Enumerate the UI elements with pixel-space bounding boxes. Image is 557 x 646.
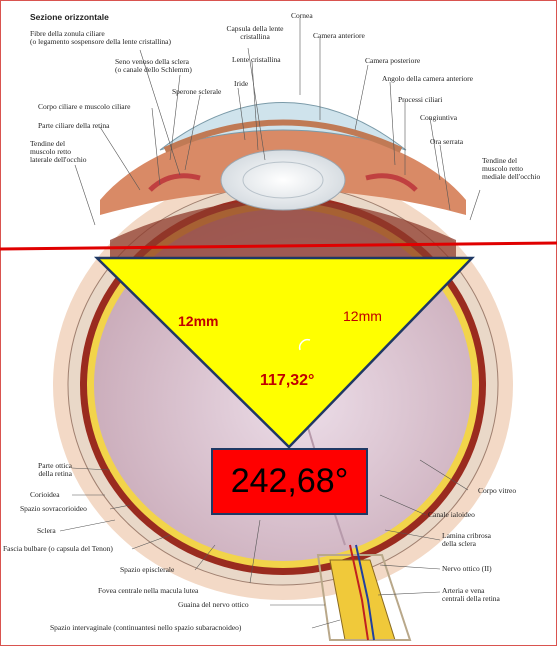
label-camera-anteriore: Camera anteriore xyxy=(313,32,365,40)
label-parte-ciliare: Parte ciliare della retina xyxy=(38,122,109,130)
label-arteria-vena: Arteria e vena centrali della retina xyxy=(442,587,500,603)
label-angolo-camera: Angolo della camera anteriore xyxy=(382,75,473,83)
label-lamina-cribrosa: Lamina cribrosa della sclera xyxy=(442,532,491,548)
label-spazio-intervaginale: Spazio intervaginale (continuantesi nell… xyxy=(50,624,241,632)
label-nervo-ottico: Nervo ottico (II) xyxy=(442,565,492,573)
label-sperone-sclerale: Sperone sclerale xyxy=(172,88,221,96)
label-capsula-lente: Capsula della lente cristallina xyxy=(215,25,295,41)
label-fascia-bulbare: Fascia bulbare (o capsula del Tenon) xyxy=(3,545,113,553)
label-parte-ottica: Parte ottica della retina xyxy=(10,462,72,478)
label-camera-posteriore: Camera posteriore xyxy=(365,57,420,65)
label-corpo-vitreo: Corpo vitreo xyxy=(478,487,516,495)
label-ora-serrata: Ora serrata xyxy=(430,138,463,146)
label-lente-cristallina: Lente cristallina xyxy=(232,56,281,64)
label-seno-venoso: Seno venoso della sclera (o canale dello… xyxy=(115,58,192,74)
label-spazio-sovracorioideo: Spazio sovracorioideo xyxy=(20,505,87,513)
label-processi-ciliari: Processi ciliari xyxy=(398,96,442,104)
label-tendine-mediale: Tendine del muscolo retto mediale dell'o… xyxy=(482,157,540,181)
label-canale-ialoideo: Canale ialoideo xyxy=(428,511,475,519)
outer-angle-box: 242,68° xyxy=(211,448,368,515)
lens-shape xyxy=(221,150,345,210)
side-length-right: 12mm xyxy=(343,308,382,324)
label-iride: Iride xyxy=(234,80,248,88)
label-sclera: Sclera xyxy=(37,527,56,535)
label-corioidea: Corioidea xyxy=(30,491,60,499)
label-guaina: Guaina del nervo ottico xyxy=(178,601,249,609)
label-spazio-episclerale: Spazio episclerale xyxy=(120,566,174,574)
outer-angle-value: 242,68° xyxy=(231,462,349,501)
side-length-left: 12mm xyxy=(178,313,218,329)
figure-title: Sezione orizzontale xyxy=(30,12,109,22)
label-corpo-ciliare: Corpo ciliare e muscolo ciliare xyxy=(38,103,130,111)
label-fibre-zonula: Fibre della zonula ciliare (o legamento … xyxy=(30,30,171,46)
label-fovea: Fovea centrale nella macula lutea xyxy=(98,587,198,595)
inner-angle-value: 117,32° xyxy=(260,372,314,390)
label-congiuntiva: Congiuntiva xyxy=(420,114,457,122)
label-cornea: Cornea xyxy=(291,12,313,20)
label-tendine-laterale: Tendine del muscolo retto laterale dell'… xyxy=(30,140,87,164)
